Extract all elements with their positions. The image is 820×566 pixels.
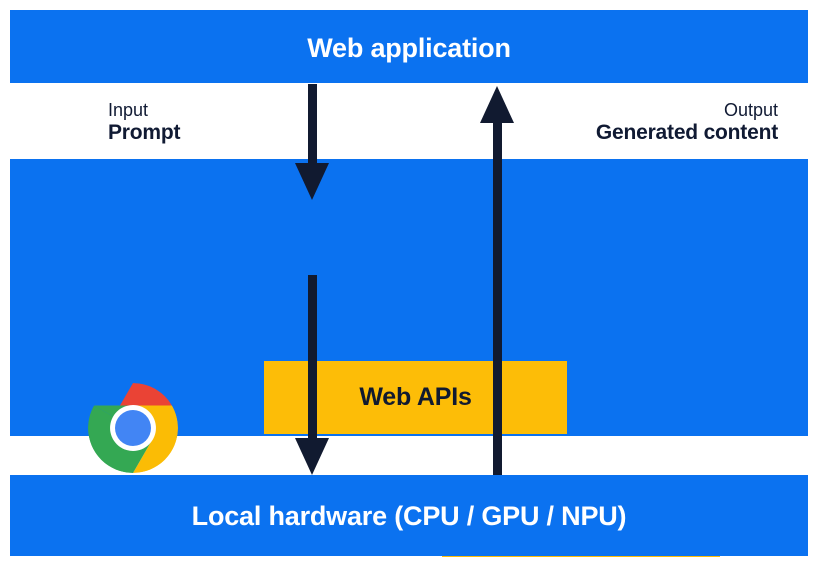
chrome-logo bbox=[88, 383, 178, 473]
flow-label-input: Input Prompt bbox=[108, 100, 181, 146]
input-arrow-bottom-head bbox=[295, 438, 329, 475]
input-arrow-top-head bbox=[295, 163, 329, 200]
flow-label-output-value: Generated content bbox=[595, 121, 778, 145]
output-arrow-head bbox=[480, 86, 514, 123]
band-web-application: Web application bbox=[10, 10, 808, 83]
output-arrow-shaft bbox=[493, 120, 502, 475]
flow-label-output: Output Generated content bbox=[596, 100, 778, 146]
band-browser: Browser Web APIs Built-in models and run… bbox=[10, 159, 808, 557]
flow-label-output-kicker: Output bbox=[723, 100, 778, 120]
box-web-apis-label: Web APIs bbox=[359, 383, 472, 411]
input-arrow-top-shaft bbox=[308, 84, 317, 168]
flow-label-input-kicker: Input bbox=[108, 100, 149, 120]
band-local-hardware: Local hardware (CPU / GPU / NPU) bbox=[10, 475, 808, 556]
flow-label-input-value: Prompt bbox=[108, 121, 181, 145]
input-arrow-bottom-shaft bbox=[308, 275, 317, 441]
band-web-application-label: Web application bbox=[307, 33, 511, 63]
band-local-hardware-label: Local hardware (CPU / GPU / NPU) bbox=[191, 501, 627, 531]
